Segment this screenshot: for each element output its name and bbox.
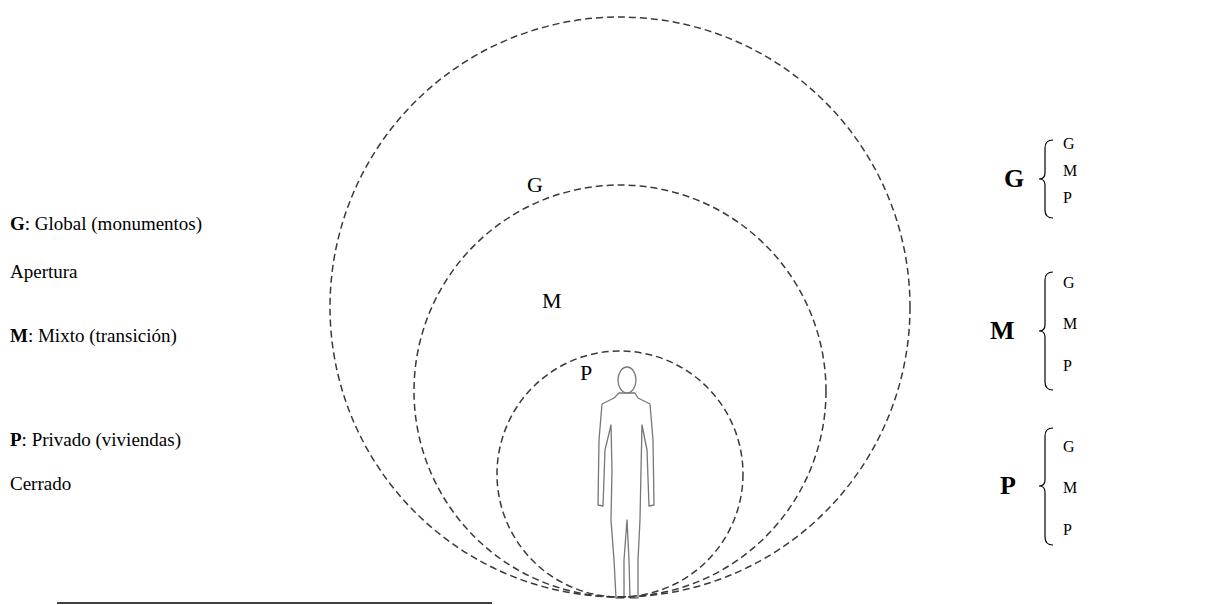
sub-letter: P [1063,188,1072,207]
group-letter: P [1000,470,1016,501]
sub-letter: M [1063,314,1077,333]
sub-letter: P [1063,356,1072,375]
zone-letter: P [580,360,592,386]
key-text: P: Privado (viviendas) [10,429,181,452]
sub-letter: G [1063,437,1075,456]
zone-circle: P [496,350,744,598]
sub-letter: G [1063,273,1075,292]
key-note: Cerrado [10,473,71,496]
bracket [1039,140,1053,545]
circle-outline [496,350,744,598]
circle-outline [413,184,827,598]
dashed-circle [414,185,826,597]
zone-letter: M [542,288,562,314]
key-text: M: Mixto (transición) [10,325,177,348]
circle-outline [329,16,911,598]
dashed-circle [497,351,743,597]
ground-line [57,602,492,604]
zone-circle: GMP [329,16,911,598]
sub-letter: G [1063,134,1075,153]
key-note: Apertura [10,261,78,284]
zone-circle: MP [413,184,827,598]
person-figure [598,367,654,598]
key-text: G: Global (monumentos) [10,213,202,236]
sub-letter: M [1063,161,1077,180]
sub-letter: P [1063,520,1072,539]
group-letter: G [1004,163,1024,194]
sub-letter: M [1063,478,1077,497]
zone-letter: G [527,172,543,198]
group-letter: M [990,315,1015,346]
dashed-circle [330,17,910,597]
